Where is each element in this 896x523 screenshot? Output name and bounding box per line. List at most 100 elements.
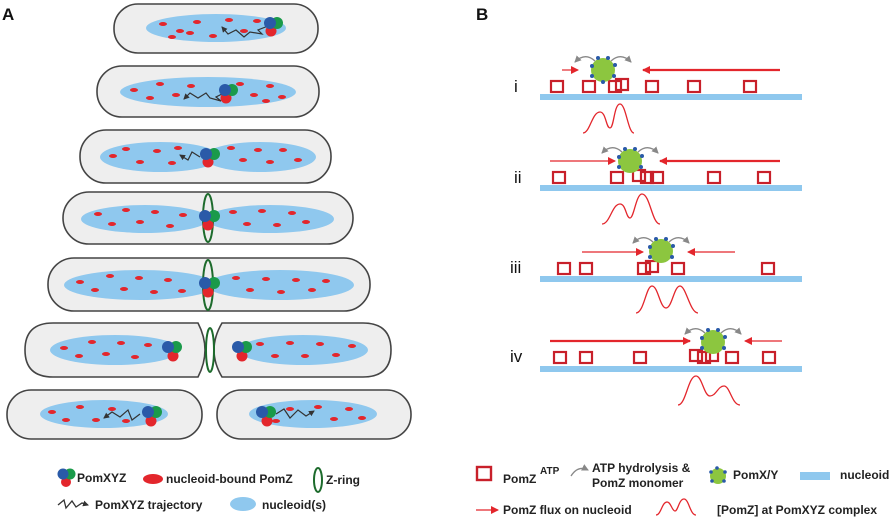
row-ii-numeral: ii xyxy=(514,168,522,187)
pomxyz-complex xyxy=(232,341,252,362)
atp-hydrolysis-arrow xyxy=(632,236,654,244)
trajectory xyxy=(103,408,141,421)
pomz-dots xyxy=(60,340,356,359)
panel-a-cells xyxy=(6,3,412,440)
pomxyz-complex xyxy=(219,84,238,104)
z-ring xyxy=(205,327,215,373)
nucleoid-bar xyxy=(540,94,802,100)
pomz-dots xyxy=(76,274,330,294)
legend-pomxyz-label: PomXYZ xyxy=(77,471,126,485)
row-iii: iii xyxy=(510,236,802,314)
cell-row-5 xyxy=(47,257,371,312)
cell-row-3 xyxy=(79,129,332,184)
trajectory xyxy=(183,91,227,102)
nucleoid xyxy=(238,335,368,365)
atp-hydrolysis-arrow xyxy=(668,236,690,244)
panel-b-rows: i ii xyxy=(510,55,802,406)
pomxy-complex xyxy=(590,56,617,84)
pomz-dots xyxy=(109,146,302,165)
legend-pomxyz-icon xyxy=(57,468,76,487)
pomz-concentration-profile xyxy=(582,103,635,134)
legend-conc-label: [PomZ] at PomXYZ complex xyxy=(717,503,877,517)
cell-row-7 xyxy=(6,389,412,440)
legend-pomz-atp-icon xyxy=(475,465,493,482)
panel-b-label: B xyxy=(476,5,488,24)
nucleoid xyxy=(81,205,209,233)
panel-a-label: A xyxy=(2,5,14,24)
nucleoid xyxy=(64,270,216,300)
atp-hydrolysis-arrow xyxy=(574,55,596,63)
legend-nucleoid-icon xyxy=(800,472,830,480)
pomxyz-complex xyxy=(264,17,283,37)
legend-trajectory-icon xyxy=(57,498,89,510)
legend-atp-hydrolysis-icon xyxy=(570,464,589,477)
pomxy-complex xyxy=(648,237,675,263)
legend-pomz-label: PomZ xyxy=(503,472,536,486)
legend-z-ring-label: Z-ring xyxy=(326,473,360,487)
nucleoid xyxy=(50,335,180,365)
nucleoid-bar xyxy=(540,366,802,372)
pomz-atp-boxes xyxy=(549,77,758,94)
pomz-concentration-profile xyxy=(635,285,699,314)
trajectory xyxy=(221,25,269,38)
nucleoid xyxy=(146,14,286,42)
nucleoid xyxy=(120,77,296,107)
pomxyz-complex xyxy=(256,406,276,427)
pomz-concentration-profile xyxy=(677,375,741,406)
pomxyz-complex xyxy=(162,341,182,362)
row-iii-numeral: iii xyxy=(510,258,521,277)
nucleoid-bar xyxy=(540,185,802,191)
atp-hydrolysis-arrow xyxy=(610,55,632,63)
legend-flux-label: PomZ flux on nucleoid xyxy=(503,503,632,517)
legend-nucleoid-label: nucleoid(s) xyxy=(262,498,326,512)
legend-pomz-sup: ATP xyxy=(540,466,560,477)
pomz-dots xyxy=(48,405,366,423)
pomxyz-complex xyxy=(200,148,220,168)
nucleoid-bar xyxy=(540,276,802,282)
nucleoid xyxy=(206,270,354,300)
cell-row-6 xyxy=(24,322,392,378)
pomz-dots xyxy=(130,82,286,103)
legend-atp-line2: PomZ monomer xyxy=(592,476,684,490)
nucleoid xyxy=(206,205,334,233)
pomxy-complex xyxy=(700,328,727,354)
trajectory xyxy=(275,408,315,419)
cell-row-4 xyxy=(62,191,354,245)
pomz-atp-boxes xyxy=(551,168,772,185)
row-i-numeral: i xyxy=(514,77,518,96)
row-ii: ii xyxy=(514,146,802,225)
legend-pomxy-icon xyxy=(709,466,727,484)
pomxyz-complex xyxy=(199,277,220,298)
legend-nucleoid-label: nucleoid xyxy=(840,468,889,482)
atp-hydrolysis-arrow xyxy=(601,146,623,154)
legend-concentration-icon xyxy=(655,498,697,516)
pomz-dots xyxy=(94,208,310,228)
legend-atp-line1: ATP hydrolysis & xyxy=(592,461,691,475)
row-i: i xyxy=(514,55,802,134)
pomz-dots xyxy=(159,18,261,39)
row-iv-numeral: iv xyxy=(510,347,523,366)
atp-hydrolysis-arrow xyxy=(684,327,706,335)
legend-nucleoid-bound-icon xyxy=(143,474,163,484)
row-iv: iv xyxy=(510,327,802,406)
cell-row-1 xyxy=(113,3,319,54)
legend-b: PomZ ATP ATP hydrolysis & PomZ monomer P… xyxy=(475,461,889,517)
atp-hydrolysis-arrow xyxy=(720,327,742,335)
atp-hydrolysis-arrow xyxy=(637,146,659,154)
pomxy-complex xyxy=(617,147,644,173)
trajectory xyxy=(179,151,201,161)
legend-trajectory-label: PomXYZ trajectory xyxy=(95,498,203,512)
pomz-concentration-profile xyxy=(601,193,661,225)
legend-a: PomXYZ nucleoid-bound PomZ Z-ring PomXYZ… xyxy=(57,467,360,512)
pomxyz-complex xyxy=(142,406,162,427)
pomz-atp-boxes xyxy=(556,259,776,276)
nucleoid xyxy=(100,142,220,172)
pomxyz-complex xyxy=(199,210,220,231)
legend-nucleoid-icon xyxy=(230,497,256,511)
legend-pomxy-label: PomX/Y xyxy=(733,468,778,482)
nucleoid xyxy=(204,142,316,172)
pomz-atp-boxes xyxy=(552,348,777,365)
legend-z-ring-icon xyxy=(313,467,323,493)
legend-nucleoid-bound-label: nucleoid-bound PomZ xyxy=(166,472,293,486)
